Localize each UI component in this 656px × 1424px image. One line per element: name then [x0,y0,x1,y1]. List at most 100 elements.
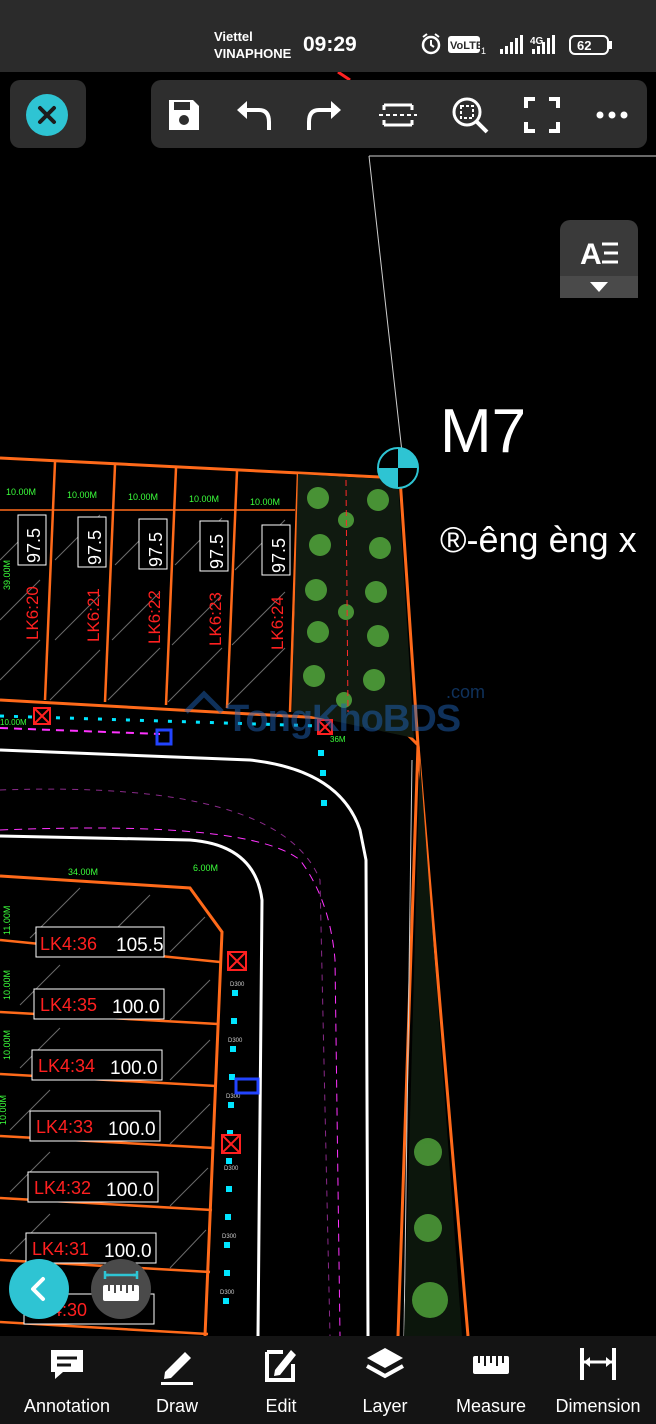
quick-measure-fab[interactable] [91,1259,151,1319]
undo-button[interactable] [231,92,277,138]
pipe-label: D300 [230,982,245,988]
clock: 09:29 [303,33,357,56]
watermark: TongKhoBDS .com [182,682,502,742]
text-style-button[interactable]: A [560,220,638,298]
fit-width-button[interactable] [375,92,421,138]
bottom-toolbar: Annotation Draw Edit Layer Measure [0,1336,656,1424]
redo-button[interactable] [301,92,347,138]
pipe-label: D300 [228,1038,243,1044]
lot-id: LK6:20 [23,586,42,640]
lot-area: 100.0 [106,1180,154,1201]
lot-lk6-21: 97.5 LK6:21 [77,516,107,642]
dimension-icon [580,1348,616,1380]
lot-id: LK6:23 [206,592,225,646]
undo-icon [237,101,271,130]
net-type: 4G [530,36,544,47]
pipe-label: D300 [222,1234,237,1240]
dimension-tab[interactable]: Dimension [543,1342,653,1424]
redo-icon [307,101,341,130]
pipe-label: D300 [226,1094,241,1100]
lot-width-dim: 10.00M [6,487,36,497]
lot-lk4-35: LK4:35 100.0 [33,988,165,1020]
more-icon [596,111,628,119]
lot-width-dim: 10.00M [67,490,97,500]
lot-id: LK4:32 [34,1178,91,1198]
fullscreen-button[interactable] [519,92,565,138]
lot-area: 97.5 [269,538,289,573]
dim-6: 6.00M [193,863,218,873]
pipe-vertical: D300 D300 D300 D300 D300 D300 [220,951,260,1304]
layer-label: Layer [362,1396,408,1416]
fit-width-icon [379,103,417,127]
carrier-1: Viettel [214,29,253,44]
lot-id: LK6:21 [84,588,103,642]
cad-canvas[interactable]: 10.00M 10.00M 10.00M 10.00M 10.00M 39.00… [0,72,656,1336]
battery-level: 62 [577,38,591,53]
survey-marker-icon [377,447,419,489]
lot-lk4-33: LK4:33 100.0 [29,1110,161,1142]
lot-id: LK4:31 [32,1239,89,1259]
volte-icon [448,36,480,53]
ruler-icon [103,1271,139,1301]
svg-text:A: A [580,238,602,271]
lot-lk4-36: LK4:36 105.5 [35,926,165,958]
dim-11: 11.00M [2,906,12,935]
alarm-icon [421,33,441,55]
lot-area: 97.5 [146,532,166,567]
edit-tab[interactable]: Edit [226,1342,336,1424]
lot-lk6-22: 97.5 LK6:22 [138,518,168,644]
annotation-icon [51,1350,83,1379]
lot-lk4-34: LK4:34 100.0 [31,1049,163,1081]
lot-lk4-32: LK4:32 100.0 [27,1171,159,1203]
zoom-window-icon [452,97,489,134]
edit-icon [265,1350,296,1382]
lot-area: 100.0 [104,1241,152,1262]
save-icon [169,100,199,130]
lot-area: 97.5 [85,530,105,565]
back-fab[interactable] [9,1259,69,1319]
volte-label: VoLTE [450,40,483,52]
ruler-icon [473,1356,509,1374]
pipe-dim: 10.00M [0,718,27,727]
lot-width-dim: 10.00M [189,494,219,504]
draw-tab[interactable]: Draw [122,1342,232,1424]
dim-10: 10.00M [0,1095,8,1125]
house-logo-icon [184,690,224,714]
carrier-names: Viettel VINAPHONE [214,28,291,62]
battery-icon [569,35,609,55]
lot-lk4-31: LK4:31 100.0 [25,1232,157,1264]
layer-tab[interactable]: Layer [330,1342,440,1424]
close-button[interactable] [10,80,86,148]
more-button[interactable] [589,92,635,138]
status-bar: Viettel VINAPHONE 09:29 VoLTE 1 4G 62 [0,0,656,72]
lot-id: LK4:35 [40,995,97,1015]
lot-id: LK4:33 [36,1117,93,1137]
lot-lk6-23: 97.5 LK6:23 [199,520,229,646]
top-toolbar [151,80,647,148]
annotation-label: Annotation [23,1396,111,1416]
pipe-label: D300 [224,1166,239,1172]
signal-icon [500,35,523,54]
lot-width-dim: 10.00M [250,497,280,507]
watermark-suffix: .com [446,682,486,702]
zoom-window-button[interactable] [447,92,493,138]
measure-tab[interactable]: Measure [436,1342,546,1424]
lot-id: LK6:22 [145,590,164,644]
lot-area: 97.5 [24,528,44,563]
dimension-label: Dimension [555,1396,641,1416]
volte-sub: 1 [481,46,486,56]
text-style-icon: A [560,238,638,298]
dim-10: 10.00M [2,970,12,1000]
save-button[interactable] [161,92,207,138]
lot-id: LK4:36 [40,934,97,954]
pipe-length: 36M [330,735,346,744]
pipe-line: 10.00M 36M [0,707,346,806]
lot-lk6-24: 97.5 LK6:24 [261,524,291,650]
road-label: ®-êng èng x [440,519,637,560]
annotation-tab[interactable]: Annotation [12,1342,122,1424]
lot-lk6-20: 97.5 LK6:20 [17,514,47,640]
block-label: M7 [440,397,526,466]
lot-area: 100.0 [110,1058,158,1079]
lot-id: LK6:24 [268,596,287,650]
lot-id: LK4:34 [38,1056,95,1076]
